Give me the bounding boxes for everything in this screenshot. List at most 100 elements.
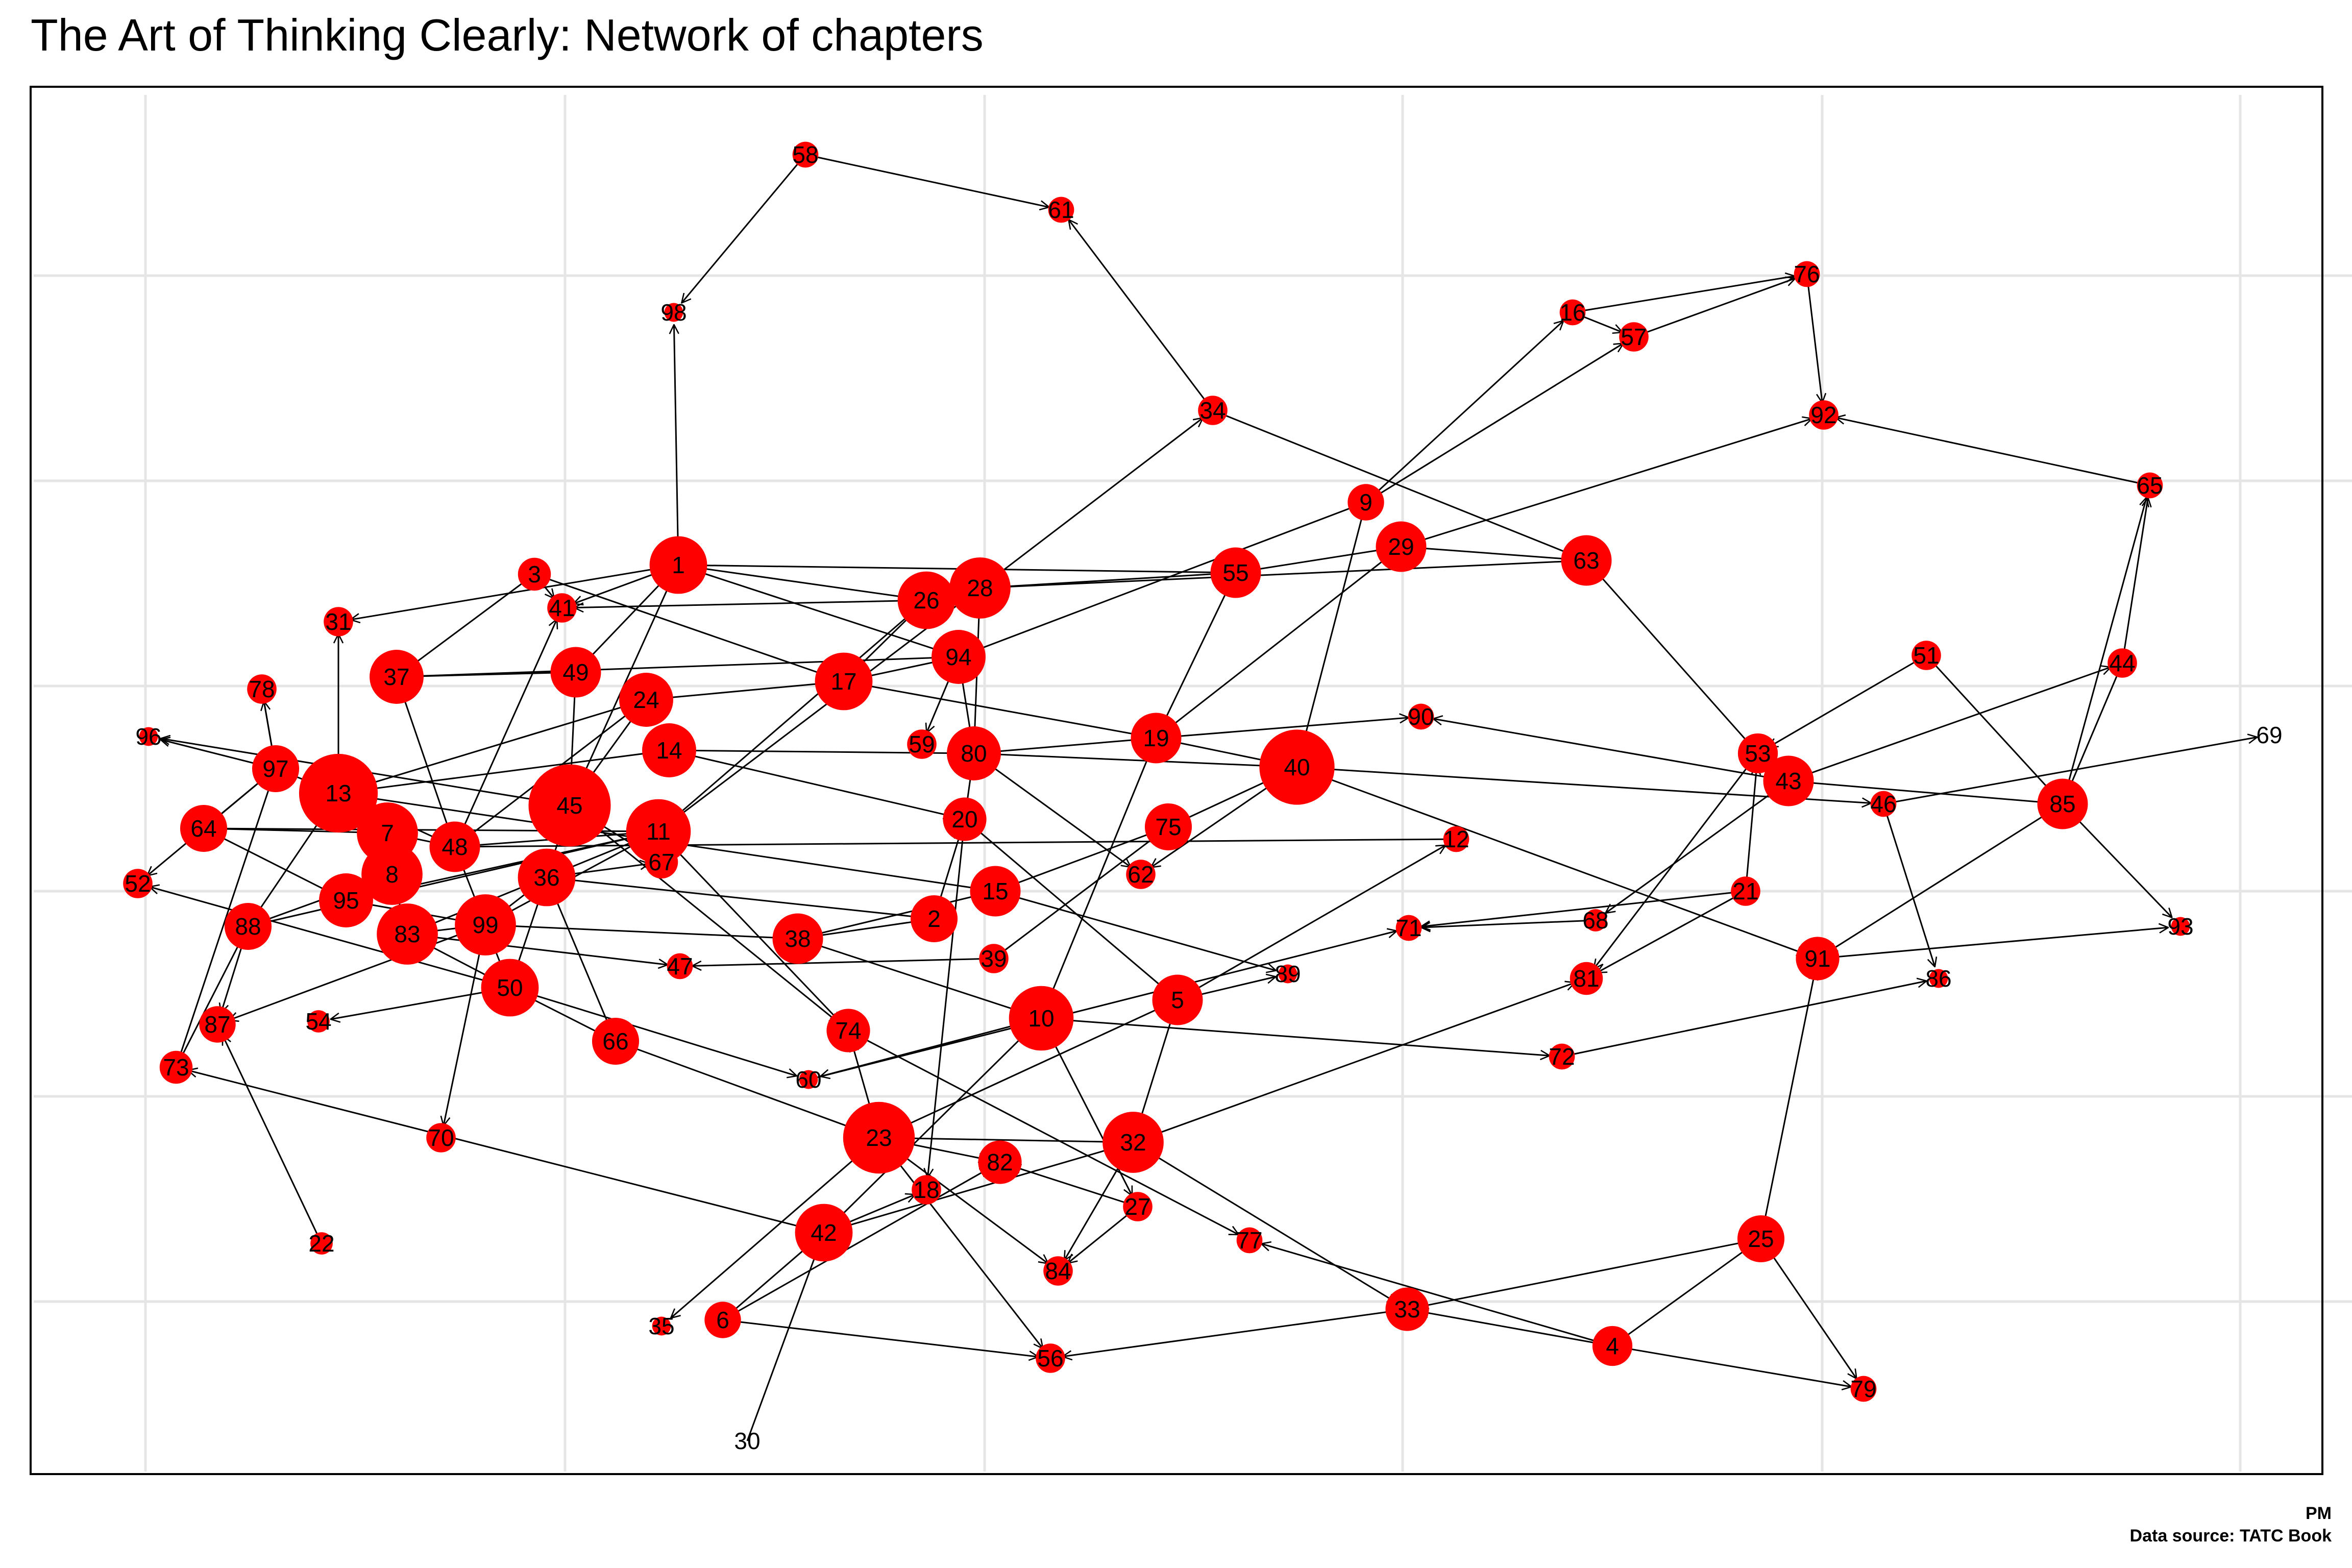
node-20[interactable]: 20 [943, 797, 987, 841]
node-75[interactable]: 75 [1144, 803, 1192, 851]
node-4[interactable]: 4 [1592, 1326, 1633, 1366]
node-90[interactable]: 90 [1408, 703, 1434, 730]
node-label-44: 44 [2109, 650, 2135, 676]
node-12[interactable]: 12 [1443, 826, 1469, 852]
node-25[interactable]: 25 [1737, 1215, 1785, 1263]
node-24[interactable]: 24 [619, 673, 673, 727]
node-74[interactable]: 74 [826, 1009, 870, 1052]
node-98[interactable]: 98 [660, 299, 687, 326]
node-32[interactable]: 32 [1102, 1112, 1164, 1173]
node-63[interactable]: 63 [1561, 535, 1612, 586]
node-3[interactable]: 3 [518, 557, 551, 591]
node-21[interactable]: 21 [1731, 876, 1760, 906]
node-15[interactable]: 15 [970, 866, 1021, 917]
node-56[interactable]: 56 [1036, 1343, 1065, 1373]
node-58[interactable]: 58 [792, 141, 818, 168]
node-11[interactable]: 11 [626, 799, 691, 864]
node-71[interactable]: 71 [1395, 915, 1422, 941]
node-89[interactable]: 89 [1275, 961, 1301, 987]
node-61[interactable]: 61 [1048, 197, 1074, 223]
node-70[interactable]: 70 [426, 1123, 456, 1153]
node-16[interactable]: 16 [1559, 299, 1585, 326]
node-35[interactable]: 35 [648, 1313, 674, 1339]
node-77[interactable]: 77 [1236, 1227, 1262, 1254]
node-8[interactable]: 8 [361, 844, 423, 905]
node-57[interactable]: 57 [1619, 322, 1649, 352]
node-88[interactable]: 88 [224, 902, 272, 950]
node-55[interactable]: 55 [1210, 547, 1261, 598]
node-42[interactable]: 42 [795, 1204, 853, 1262]
node-36[interactable]: 36 [518, 848, 576, 906]
node-69[interactable]: 69 [2256, 722, 2282, 748]
node-80[interactable]: 80 [947, 726, 1001, 780]
node-48[interactable]: 48 [429, 821, 480, 872]
node-76[interactable]: 76 [1794, 261, 1820, 287]
node-64[interactable]: 64 [180, 804, 228, 852]
node-84[interactable]: 84 [1043, 1256, 1073, 1286]
node-92[interactable]: 92 [1809, 400, 1839, 430]
node-95[interactable]: 95 [319, 873, 373, 927]
node-30[interactable]: 30 [734, 1428, 760, 1454]
node-28[interactable]: 28 [949, 557, 1011, 619]
node-41[interactable]: 41 [547, 593, 577, 623]
node-19[interactable]: 19 [1131, 713, 1182, 764]
node-13[interactable]: 13 [299, 753, 378, 833]
node-14[interactable]: 14 [642, 723, 696, 777]
node-45[interactable]: 45 [528, 764, 611, 847]
node-59[interactable]: 59 [907, 729, 937, 759]
node-27[interactable]: 27 [1123, 1192, 1153, 1221]
node-60[interactable]: 60 [795, 1066, 821, 1093]
node-37[interactable]: 37 [370, 650, 424, 704]
node-49[interactable]: 49 [550, 647, 601, 698]
node-51[interactable]: 51 [1912, 641, 1941, 670]
node-73[interactable]: 73 [159, 1050, 193, 1084]
node-31[interactable]: 31 [324, 607, 353, 636]
node-18[interactable]: 18 [912, 1175, 941, 1205]
node-40[interactable]: 40 [1259, 729, 1335, 805]
node-29[interactable]: 29 [1376, 521, 1427, 572]
node-38[interactable]: 38 [772, 913, 823, 964]
node-5[interactable]: 5 [1152, 974, 1203, 1025]
node-68[interactable]: 68 [1582, 907, 1608, 934]
node-23[interactable]: 23 [843, 1101, 915, 1174]
node-91[interactable]: 91 [1796, 937, 1840, 981]
node-81[interactable]: 81 [1570, 962, 1603, 995]
node-6[interactable]: 6 [704, 1302, 741, 1338]
node-65[interactable]: 65 [2137, 472, 2163, 499]
node-2[interactable]: 2 [910, 895, 958, 943]
node-85[interactable]: 85 [2037, 778, 2088, 829]
node-54[interactable]: 54 [305, 1008, 331, 1035]
node-22[interactable]: 22 [308, 1230, 334, 1257]
node-93[interactable]: 93 [2167, 913, 2193, 940]
node-78[interactable]: 78 [247, 674, 277, 704]
node-99[interactable]: 99 [455, 894, 516, 955]
node-1[interactable]: 1 [649, 536, 707, 594]
node-53[interactable]: 53 [1737, 733, 1778, 774]
node-62[interactable]: 62 [1126, 860, 1156, 889]
node-83[interactable]: 83 [377, 903, 438, 965]
node-87[interactable]: 87 [199, 1006, 236, 1043]
node-10[interactable]: 10 [1009, 986, 1074, 1051]
node-26[interactable]: 26 [897, 571, 955, 629]
node-66[interactable]: 66 [592, 1017, 640, 1065]
node-47[interactable]: 47 [667, 953, 693, 979]
node-50[interactable]: 50 [481, 959, 539, 1017]
node-52[interactable]: 52 [123, 869, 153, 898]
node-72[interactable]: 72 [1549, 1043, 1575, 1070]
node-82[interactable]: 82 [978, 1140, 1022, 1184]
node-17[interactable]: 17 [815, 652, 873, 710]
node-43[interactable]: 43 [1763, 755, 1814, 806]
node-94[interactable]: 94 [932, 630, 986, 684]
node-9[interactable]: 9 [1348, 484, 1384, 521]
node-44[interactable]: 44 [2108, 648, 2137, 678]
node-97[interactable]: 97 [252, 745, 300, 793]
node-34[interactable]: 34 [1198, 396, 1228, 425]
node-46[interactable]: 46 [1870, 791, 1896, 817]
node-79[interactable]: 79 [1850, 1376, 1876, 1402]
node-33[interactable]: 33 [1385, 1287, 1429, 1331]
node-39[interactable]: 39 [979, 944, 1009, 973]
node-86[interactable]: 86 [1925, 965, 1951, 992]
node-67[interactable]: 67 [645, 845, 678, 879]
node-96[interactable]: 96 [135, 723, 161, 750]
